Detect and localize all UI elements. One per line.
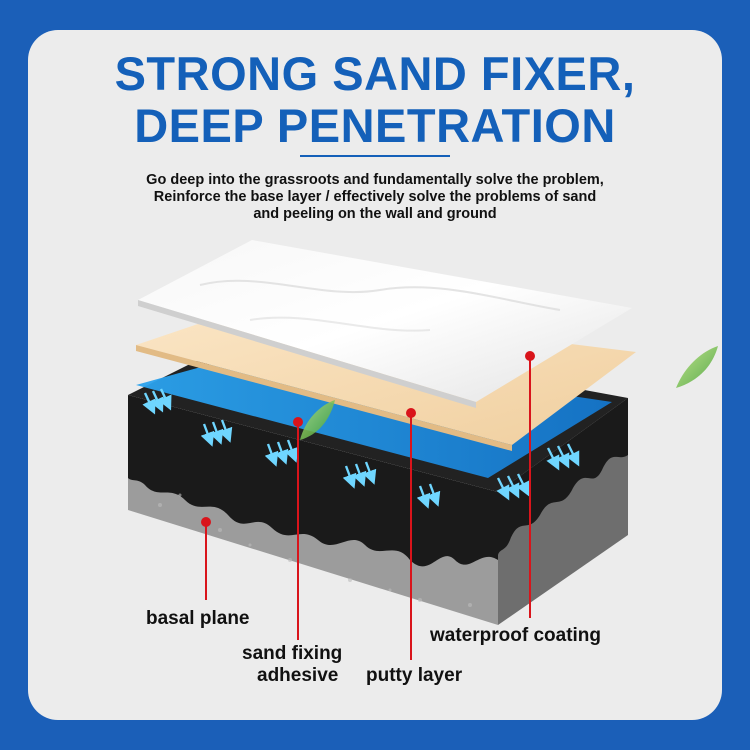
title-line-1: STRONG SAND FIXER, [114,47,636,100]
leader-lines [205,356,531,660]
description-line-3: and peeling on the wall and ground [253,206,497,222]
label-sand-fixing-1: sand fixing [242,643,343,664]
penetration-arrows [142,388,580,509]
label-putty-layer: putty layer [366,665,463,686]
leaf-icon [300,400,335,440]
adhesive-marker [293,417,303,427]
tile-layer-sheet [138,240,632,408]
description-line-1: Go deep into the grassroots and fundamen… [146,172,604,188]
label-basal-plane: basal plane [146,608,250,629]
waterproof-coating-marker [525,351,535,361]
putty-layer-marker [406,408,416,418]
description-line-2: Reinforce the base layer / effectively s… [153,189,597,205]
content-card: STRONG SAND FIXER, DEEP PENETRATION Go d… [28,30,722,720]
title-line-2: DEEP PENETRATION [134,99,616,152]
basal-plane-marker [201,517,211,527]
label-sand-fixing-2: adhesive [257,665,339,686]
title-divider [300,155,450,157]
label-waterproof-coating: waterproof coating [430,625,602,646]
leaf-icon [676,346,718,388]
